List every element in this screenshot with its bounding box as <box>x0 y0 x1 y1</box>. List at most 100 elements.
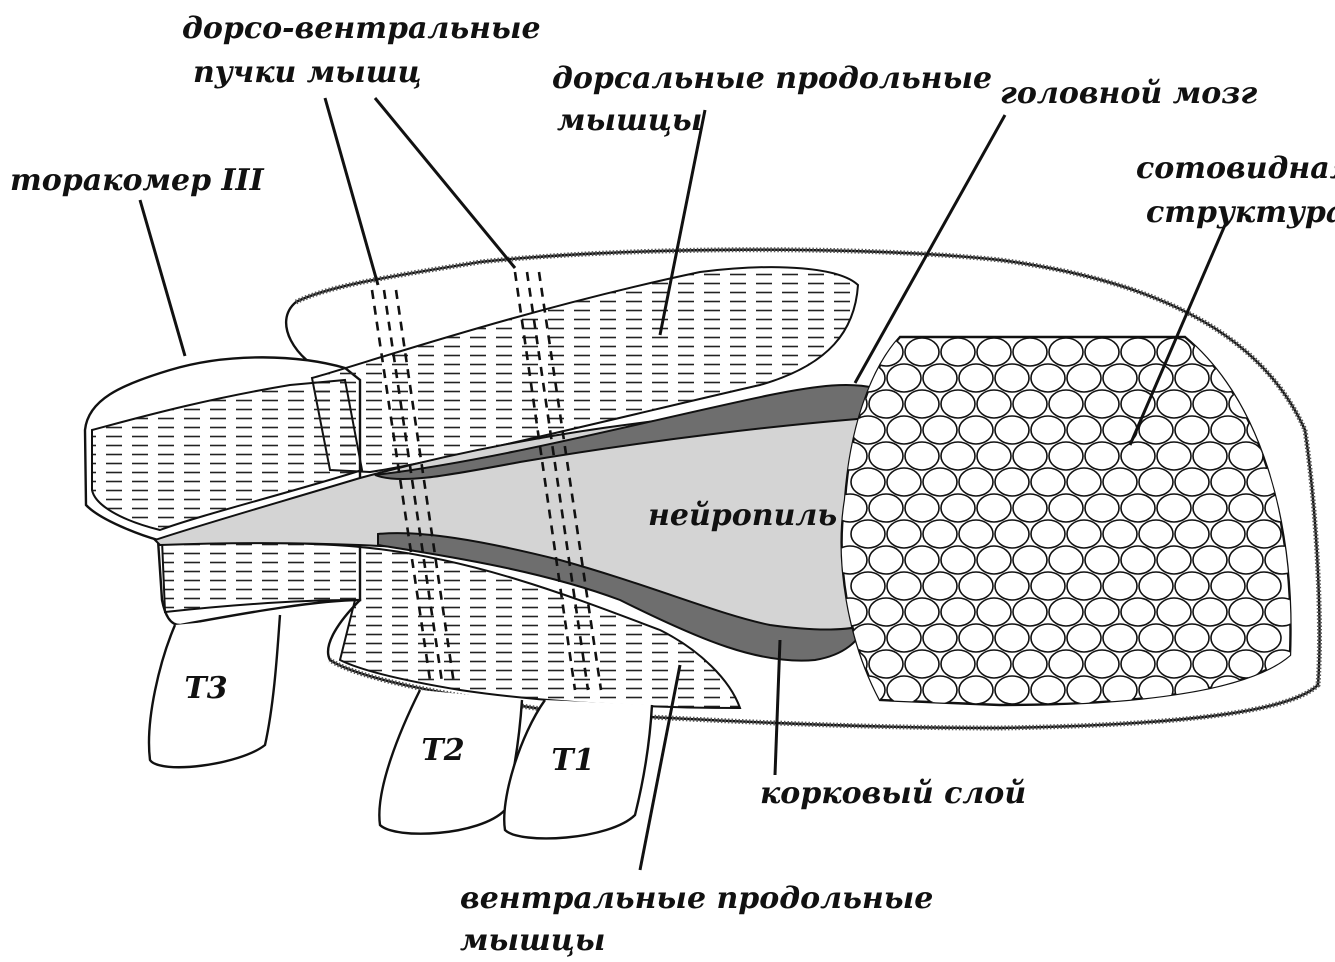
honeycomb-cell <box>1139 572 1173 600</box>
honeycomb-cell <box>1103 468 1137 496</box>
honeycomb-cell <box>1085 442 1119 470</box>
honeycomb-cell <box>959 676 993 704</box>
honeycomb-cell <box>1121 338 1155 366</box>
honeycomb-cell <box>1067 572 1101 600</box>
honeycomb-cell <box>869 390 903 418</box>
honeycomb-cell <box>1085 338 1119 366</box>
honeycomb-cell <box>1031 468 1065 496</box>
honeycomb-cell <box>1031 676 1065 704</box>
honeycomb-cell <box>1157 494 1191 522</box>
honeycomb-cell <box>1103 364 1137 392</box>
label-neuropil: нейропиль <box>648 498 837 533</box>
honeycomb-cell <box>851 572 885 600</box>
honeycomb-cell <box>887 416 921 444</box>
label-cortical: корковый слой <box>760 776 1026 811</box>
honeycomb-cell <box>941 338 975 366</box>
honeycomb-cell <box>1049 494 1083 522</box>
honeycomb-cell <box>869 546 903 574</box>
honeycomb-cell <box>1013 494 1047 522</box>
honeycomb-cell <box>995 676 1029 704</box>
label-dorso-ventral-line2: пучки мышц <box>193 55 422 90</box>
honeycomb-cell <box>1211 416 1245 444</box>
honeycomb-cell <box>995 520 1029 548</box>
honeycomb-cell <box>1229 546 1263 574</box>
honeycomb-cell <box>923 416 957 444</box>
honeycomb-cell <box>1193 494 1227 522</box>
honeycomb-cell <box>1049 598 1083 626</box>
label-honeycomb-line2: структура <box>1146 195 1335 230</box>
honeycomb-cell <box>1193 546 1227 574</box>
honeycomb-cell <box>1247 572 1281 600</box>
honeycomb-cell <box>1175 364 1209 392</box>
label-ventral-long-line2: мышцы <box>460 923 605 958</box>
honeycomb-cell <box>959 468 993 496</box>
honeycomb-cell <box>977 442 1011 470</box>
honeycomb-cell <box>1085 494 1119 522</box>
honeycomb-cell <box>887 364 921 392</box>
honeycomb-cell <box>1067 676 1101 704</box>
honeycomb-cell <box>941 598 975 626</box>
honeycomb-cell <box>1121 650 1155 678</box>
honeycomb-cell <box>1013 442 1047 470</box>
honeycomb-cell <box>1049 390 1083 418</box>
honeycomb-cell <box>1121 598 1155 626</box>
honeycomb-cell <box>959 416 993 444</box>
honeycomb-cell <box>1085 650 1119 678</box>
honeycomb-cell <box>1139 416 1173 444</box>
label-dorsal-long-line1: дорсальные продольные <box>552 61 992 96</box>
honeycomb-cell <box>995 416 1029 444</box>
honeycomb-cell <box>959 364 993 392</box>
honeycomb-cell <box>1229 442 1263 470</box>
honeycomb-cell <box>923 520 957 548</box>
honeycomb-cell <box>1031 364 1065 392</box>
honeycomb-cell <box>995 624 1029 652</box>
label-ventral-long-line1: вентральные продольные <box>460 881 933 916</box>
honeycomb-cell <box>1175 416 1209 444</box>
label-dorsal-long-line2: мышцы <box>557 103 702 138</box>
label-dorso-ventral-line1: дорсо-вентральные <box>182 11 541 46</box>
honeycomb-cell <box>977 338 1011 366</box>
honeycomb-cell <box>1085 390 1119 418</box>
honeycomb-cell <box>905 598 939 626</box>
honeycomb-cell <box>1157 546 1191 574</box>
honeycomb-cell <box>1193 598 1227 626</box>
honeycomb-cell <box>1121 442 1155 470</box>
label-thoracomere: торакомер III <box>10 163 265 198</box>
honeycomb-cell <box>923 364 957 392</box>
honeycomb-cell <box>1049 442 1083 470</box>
honeycomb-cell <box>977 546 1011 574</box>
honeycomb-cell <box>1247 520 1281 548</box>
honeycomb-cell <box>1265 338 1299 366</box>
honeycomb-cell <box>1139 624 1173 652</box>
honeycomb-cell <box>1193 442 1227 470</box>
honeycomb-cell <box>977 494 1011 522</box>
label-brain: головной мозг <box>1000 76 1257 111</box>
honeycomb-cell <box>977 390 1011 418</box>
honeycomb-cell <box>923 624 957 652</box>
honeycomb-cell <box>887 520 921 548</box>
honeycomb-cell <box>1139 468 1173 496</box>
honeycomb-cell <box>1067 416 1101 444</box>
honeycomb-cell <box>869 650 903 678</box>
honeycomb-cell <box>1085 546 1119 574</box>
honeycomb-cell <box>1049 338 1083 366</box>
honeycomb-cell <box>995 468 1029 496</box>
honeycomb-cell <box>1229 494 1263 522</box>
honeycomb-cell <box>1121 546 1155 574</box>
honeycomb-cell <box>923 676 957 704</box>
honeycomb-cell <box>977 650 1011 678</box>
honeycomb-cell <box>1049 546 1083 574</box>
honeycomb-cell <box>851 468 885 496</box>
honeycomb-cell <box>905 650 939 678</box>
honeycomb-cell <box>1157 442 1191 470</box>
honeycomb-cell <box>1013 650 1047 678</box>
honeycomb-cell <box>887 572 921 600</box>
honeycomb-cell <box>1013 598 1047 626</box>
honeycomb-cell <box>869 442 903 470</box>
honeycomb-cell <box>869 598 903 626</box>
honeycomb-cell <box>905 442 939 470</box>
honeycomb-cell <box>851 520 885 548</box>
honeycomb-cell <box>923 468 957 496</box>
honeycomb-cell <box>959 624 993 652</box>
